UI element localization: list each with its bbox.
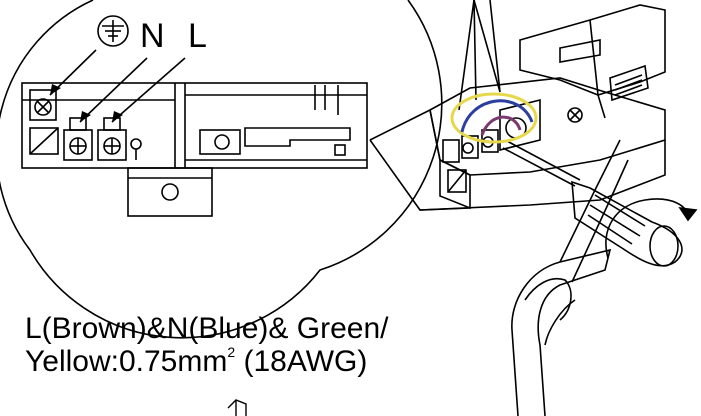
wire-spec-awg: (18AWG) [235,345,367,378]
wire-spec-superscript: 2 [227,344,235,360]
wire-loops [450,92,538,144]
connector-housing [429,77,666,176]
fixture-illustration [369,0,698,416]
mounting-tab [127,167,213,217]
screwdriver-shaft [502,147,576,187]
pointer-line-2 [473,0,477,101]
ground-screw [34,98,52,116]
live-label: L [188,17,207,55]
pointer-line-1 [458,0,475,111]
yellow-green-wire [450,92,538,144]
neutral-label: N [140,17,165,55]
screwdriver-handle [571,180,683,267]
wire-spec-line2: Yellow:0.75mm2 (18AWG) [25,344,367,378]
brown-wire [480,115,522,136]
terminal-detail-callout [0,0,443,339]
live-leader [111,57,186,123]
wire-spec-line1: L(Brown)&N(Blue)& Green/ [25,312,389,345]
blue-wire [460,99,534,133]
rotation-arrow [605,198,689,259]
neutral-leader [79,57,148,123]
detail-circle [0,0,443,339]
partial-part-fragment [227,399,247,416]
wire-spec-size: Yellow:0.75mm [25,345,227,378]
rear-block [519,4,666,96]
earth-ground-icon [97,15,129,47]
mounting-arm [511,248,612,416]
pointer-line-3 [473,0,501,93]
